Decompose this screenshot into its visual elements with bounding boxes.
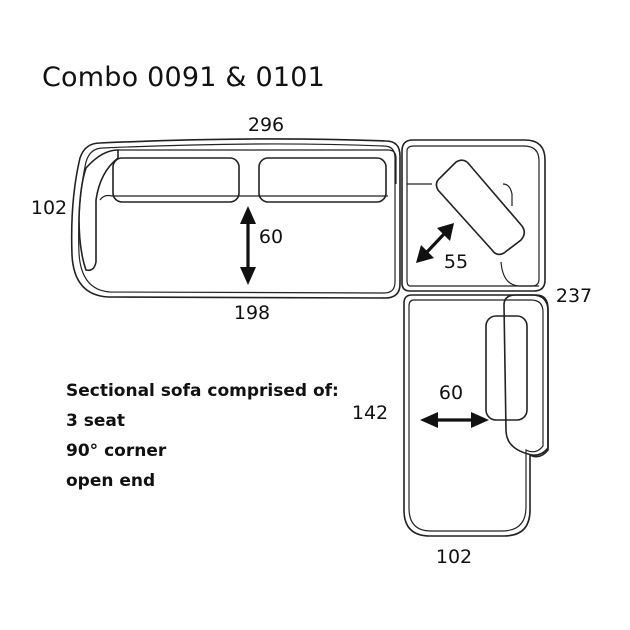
- dim-corner-seat: 55: [444, 251, 468, 273]
- dim-chaise-length: 142: [352, 402, 388, 424]
- corner-back-right: [502, 183, 513, 206]
- corner-section: [401, 139, 546, 292]
- dim-seat-depth-left: 60: [259, 226, 283, 248]
- corner-arm-right: [500, 261, 539, 287]
- description-heading: Sectional sofa comprised of:: [66, 381, 339, 401]
- back-cushion-right: [258, 157, 387, 203]
- three-seat-inner-outline: [78, 143, 396, 294]
- description-item: open end: [66, 471, 156, 491]
- back-cushion-left: [112, 157, 240, 203]
- diagram-title: Combo 0091 & 0101: [42, 62, 325, 93]
- dim-left-depth: 102: [31, 197, 67, 219]
- chaise-seat-arrow: [420, 412, 489, 428]
- chaise-inner-outline: [408, 299, 544, 532]
- corner-back-cushion: [435, 159, 526, 256]
- seat-front-edge: [99, 194, 388, 201]
- corner-outline: [401, 139, 546, 292]
- dim-top-width: 296: [248, 114, 284, 136]
- description-item: 3 seat: [66, 411, 125, 431]
- corner-inner-outline: [406, 145, 540, 287]
- left-arm: [78, 149, 119, 272]
- chaise-section: [403, 294, 549, 537]
- chaise-arm: [503, 294, 549, 456]
- back-rail: [118, 149, 397, 184]
- dim-chaise-seat: 60: [439, 382, 463, 404]
- three-seat-outline: [70, 138, 401, 299]
- seat-depth-arrow-left: [240, 206, 256, 285]
- dim-seat-width-bottom: 198: [234, 302, 270, 324]
- dim-chaise-width: 102: [436, 546, 472, 568]
- description-item: 90° corner: [66, 441, 167, 461]
- three-seat-section: [70, 138, 401, 299]
- corner-depth-arrow: [416, 223, 454, 263]
- dim-right-total: 237: [556, 285, 592, 307]
- chaise-back-cushion: [485, 315, 528, 421]
- description: Sectional sofa comprised of: 3 seat 90° …: [66, 376, 339, 496]
